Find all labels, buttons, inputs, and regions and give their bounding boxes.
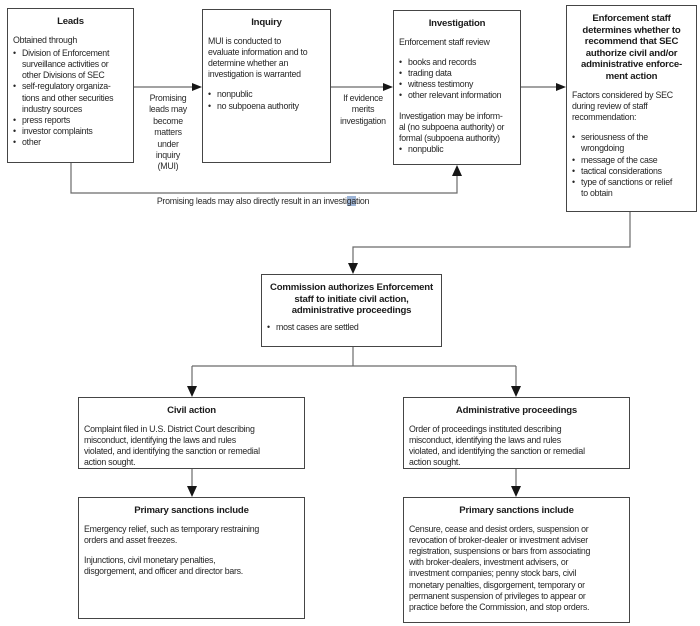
edge-label-bypass: Promising leads may also directly result… <box>103 196 423 207</box>
bullet-icon: • <box>208 89 211 100</box>
node-sanctions-civil-para2: Injunctions, civil monetary penalties, d… <box>84 555 244 577</box>
node-sanctions-admin: Primary sanctions include Censure, cease… <box>403 497 630 623</box>
bullet-icon: • <box>399 79 402 90</box>
bullet-icon: • <box>13 137 16 148</box>
node-sanctions-civil-para1: Emergency relief, such as temporary rest… <box>84 523 260 545</box>
node-administrative-proceedings: Administrative proceedings Order of proc… <box>403 397 630 469</box>
node-commission-title: Commission authorizes Enforcement staff … <box>270 282 433 317</box>
node-investigation-intro: Enforcement staff review <box>399 36 490 47</box>
bullet-icon: • <box>208 100 211 111</box>
list-item: • investor complaints <box>13 126 93 137</box>
edge-label-bypass-selection: ga <box>346 196 356 206</box>
bullet-icon: • <box>399 56 402 67</box>
edge-label-bypass-post: tion <box>356 196 370 206</box>
node-sanctions-admin-body: Censure, cease and desist orders, suspen… <box>409 523 591 613</box>
node-investigation-note: Investigation may be inform- al (no subp… <box>399 110 505 144</box>
list-item: • nonpublic <box>399 144 444 155</box>
node-civil-action: Civil action Complaint filed in U.S. Dis… <box>78 397 305 469</box>
list-item: • Division of Enforcement surveillance a… <box>13 47 110 81</box>
node-enforcement-intro: Factors considered by SEC during review … <box>572 89 673 122</box>
arrow-leads-to-inquiry <box>134 83 202 91</box>
edge-label-bypass-pre: Promising leads may also directly result… <box>156 196 347 206</box>
list-item: • tactical considerations <box>572 165 662 176</box>
list-item: • no subpoena authority <box>208 100 299 111</box>
list-item: • witness testimony <box>399 79 474 90</box>
list-item: • seriousness of the wrongdoing <box>572 132 648 154</box>
bullet-icon: • <box>572 154 575 165</box>
bullet-icon: • <box>399 68 402 78</box>
arrow-commission-split <box>187 347 521 397</box>
bullet-icon: • <box>572 176 575 187</box>
arrow-civil-to-sanctions <box>187 469 197 497</box>
node-sanctions-civil-title: Primary sanctions include <box>134 505 249 516</box>
node-commission: Commission authorizes Enforcement staff … <box>261 274 442 347</box>
list-item: • type of sanctions or relief to obtain <box>572 176 673 199</box>
list-item: • other <box>13 137 41 148</box>
node-enforcement-title: Enforcement staff determines whether to … <box>581 13 682 82</box>
node-enforcement-staff: Enforcement staff determines whether to … <box>566 5 697 212</box>
list-item: • trading data <box>399 68 452 78</box>
node-investigation: Investigation Enforcement staff review •… <box>393 10 521 165</box>
node-leads-title: Leads <box>57 16 84 27</box>
list-item: • most cases are settled <box>267 321 359 332</box>
list-item: • self-regulatory organiza- tions and ot… <box>13 81 114 114</box>
arrow-enforcement-to-commission <box>348 212 631 274</box>
node-sanctions-civil: Primary sanctions include Emergency reli… <box>78 497 305 619</box>
arrow-inquiry-to-investigation <box>331 83 393 91</box>
node-inquiry-title: Inquiry <box>251 17 282 28</box>
bullet-icon: • <box>13 126 16 137</box>
node-civil-body: Complaint filed in U.S. District Court d… <box>84 423 260 468</box>
bullet-icon: • <box>399 144 402 155</box>
bullet-icon: • <box>267 321 270 332</box>
list-item: • message of the case <box>572 154 658 165</box>
node-inquiry: Inquiry MUI is conducted to evaluate inf… <box>202 9 331 163</box>
node-admin-body: Order of proceedings instituted describi… <box>409 423 585 468</box>
node-inquiry-intro: MUI is conducted to evaluate information… <box>208 35 308 80</box>
bullet-icon: • <box>572 132 575 143</box>
list-item: • books and records <box>399 56 477 67</box>
node-civil-title: Civil action <box>167 405 216 416</box>
bullet-icon: • <box>572 165 575 176</box>
arrow-leads-bypass-to-investigation <box>70 163 462 194</box>
node-sanctions-admin-title: Primary sanctions include <box>459 505 574 516</box>
edge-label-evidence: If evidence merits investigation <box>340 93 386 126</box>
list-item: • other relevant information <box>399 90 502 101</box>
bullet-icon: • <box>13 81 16 92</box>
node-admin-title: Administrative proceedings <box>455 405 578 416</box>
node-investigation-title: Investigation <box>428 18 486 29</box>
edge-label-mui: Promising leads may become matters under… <box>149 93 187 172</box>
arrow-investigation-to-enforcement <box>521 83 566 91</box>
node-leads-intro: Obtained through <box>13 34 77 45</box>
bullet-icon: • <box>13 115 16 126</box>
list-item: • nonpublic <box>208 89 253 100</box>
arrow-admin-to-sanctions <box>511 469 521 497</box>
node-leads: Leads Obtained through • Division of Enf… <box>7 8 134 163</box>
list-item: • press reports <box>13 115 71 126</box>
bullet-icon: • <box>399 90 402 101</box>
bullet-icon: • <box>13 47 16 58</box>
